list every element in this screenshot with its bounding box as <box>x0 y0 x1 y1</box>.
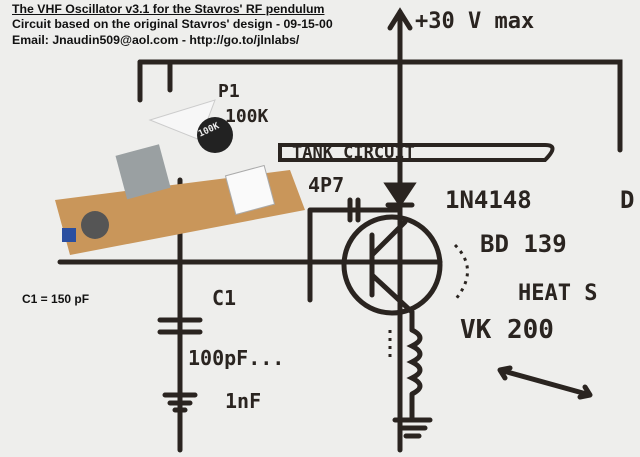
heatsink-label: HEAT S <box>518 281 597 306</box>
cap-range-high-label: 1nF <box>225 389 261 413</box>
heatsink-dots <box>388 243 469 360</box>
schematic-wires <box>57 7 623 453</box>
supply-label: +30 V max <box>415 9 534 34</box>
diode-label: 1N4148 <box>445 186 532 214</box>
cap-ref-label: C1 <box>212 286 236 310</box>
pot-value-label: 100K <box>225 106 269 127</box>
cap-small-label: 4P7 <box>308 173 344 197</box>
pot-ref-label: P1 <box>218 81 240 102</box>
choke-label: VK 200 <box>460 315 554 345</box>
circuit-board-photo: 100K <box>55 99 305 255</box>
diode-ref-label: D <box>620 186 634 214</box>
subtitle: Circuit based on the original Stavros' d… <box>12 17 333 31</box>
contact-info: Email: Jnaudin509@aol.com - http://go.to… <box>12 33 300 47</box>
tank-label: TANK CIRCUIT <box>292 143 415 163</box>
c1-note: C1 = 150 pF <box>22 292 90 306</box>
transistor-label: BD 139 <box>480 230 567 258</box>
cap-range-low-label: 100pF... <box>188 346 284 370</box>
handwritten-labels: +30 V max P1 100K TANK CIRCUIT 4P7 1N414… <box>188 9 634 413</box>
page-title: The VHF Oscillator v3.1 for the Stavros'… <box>12 2 325 16</box>
